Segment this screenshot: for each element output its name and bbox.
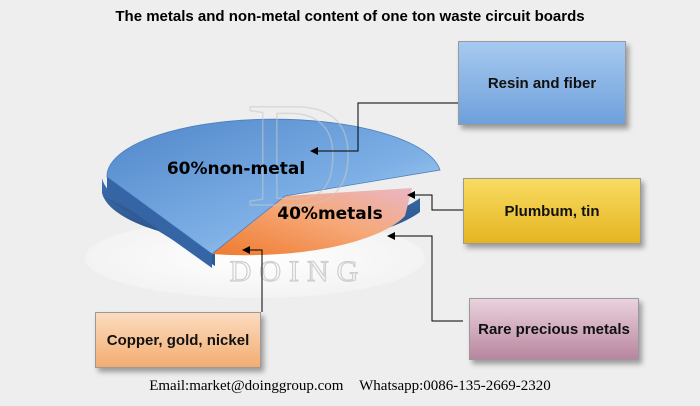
pie-slice-nonmetal-edge xyxy=(107,177,212,268)
arrow-copper xyxy=(242,246,250,254)
pie-slice-metals xyxy=(212,188,412,256)
annotation-plumbum-box: Plumbum, tin xyxy=(463,178,641,244)
arrow-resin xyxy=(310,147,318,155)
annotation-precious-text: Rare precious metals xyxy=(478,320,630,338)
watermark-logo: D xyxy=(246,72,354,238)
annotation-plumbum-text: Plumbum, tin xyxy=(504,202,600,220)
contact-footer: Email:market@doinggroup.com Whatsapp:008… xyxy=(0,378,700,395)
annotation-resin-text: Resin and fiber xyxy=(487,74,597,92)
arrow-precious xyxy=(387,232,395,240)
pie-label-nonmetal: 60%non-metal xyxy=(167,159,305,179)
watermark-text: DOING xyxy=(230,255,367,288)
arrow-plumbum xyxy=(407,191,415,199)
connector-plumbum xyxy=(412,194,463,211)
annotation-precious-box: Rare precious metals xyxy=(469,298,639,360)
connector-resin xyxy=(316,102,458,152)
annotation-resin-box: Resin and fiber xyxy=(458,41,626,125)
pie-slice-nonmetal xyxy=(106,118,441,255)
annotation-copper-text: Copper, gold, nickel xyxy=(106,331,250,349)
connector-copper xyxy=(248,249,263,312)
annotation-copper-box: Copper, gold, nickel xyxy=(95,312,261,368)
footer-whatsapp: Whatsapp:0086-135-2669-2320 xyxy=(359,378,551,394)
pie-label-metals: 40%metals xyxy=(277,204,382,224)
chart-title: The metals and non-metal content of one … xyxy=(115,8,585,25)
footer-email: Email:market@doinggroup.com xyxy=(149,378,344,394)
connector-precious xyxy=(393,235,463,322)
